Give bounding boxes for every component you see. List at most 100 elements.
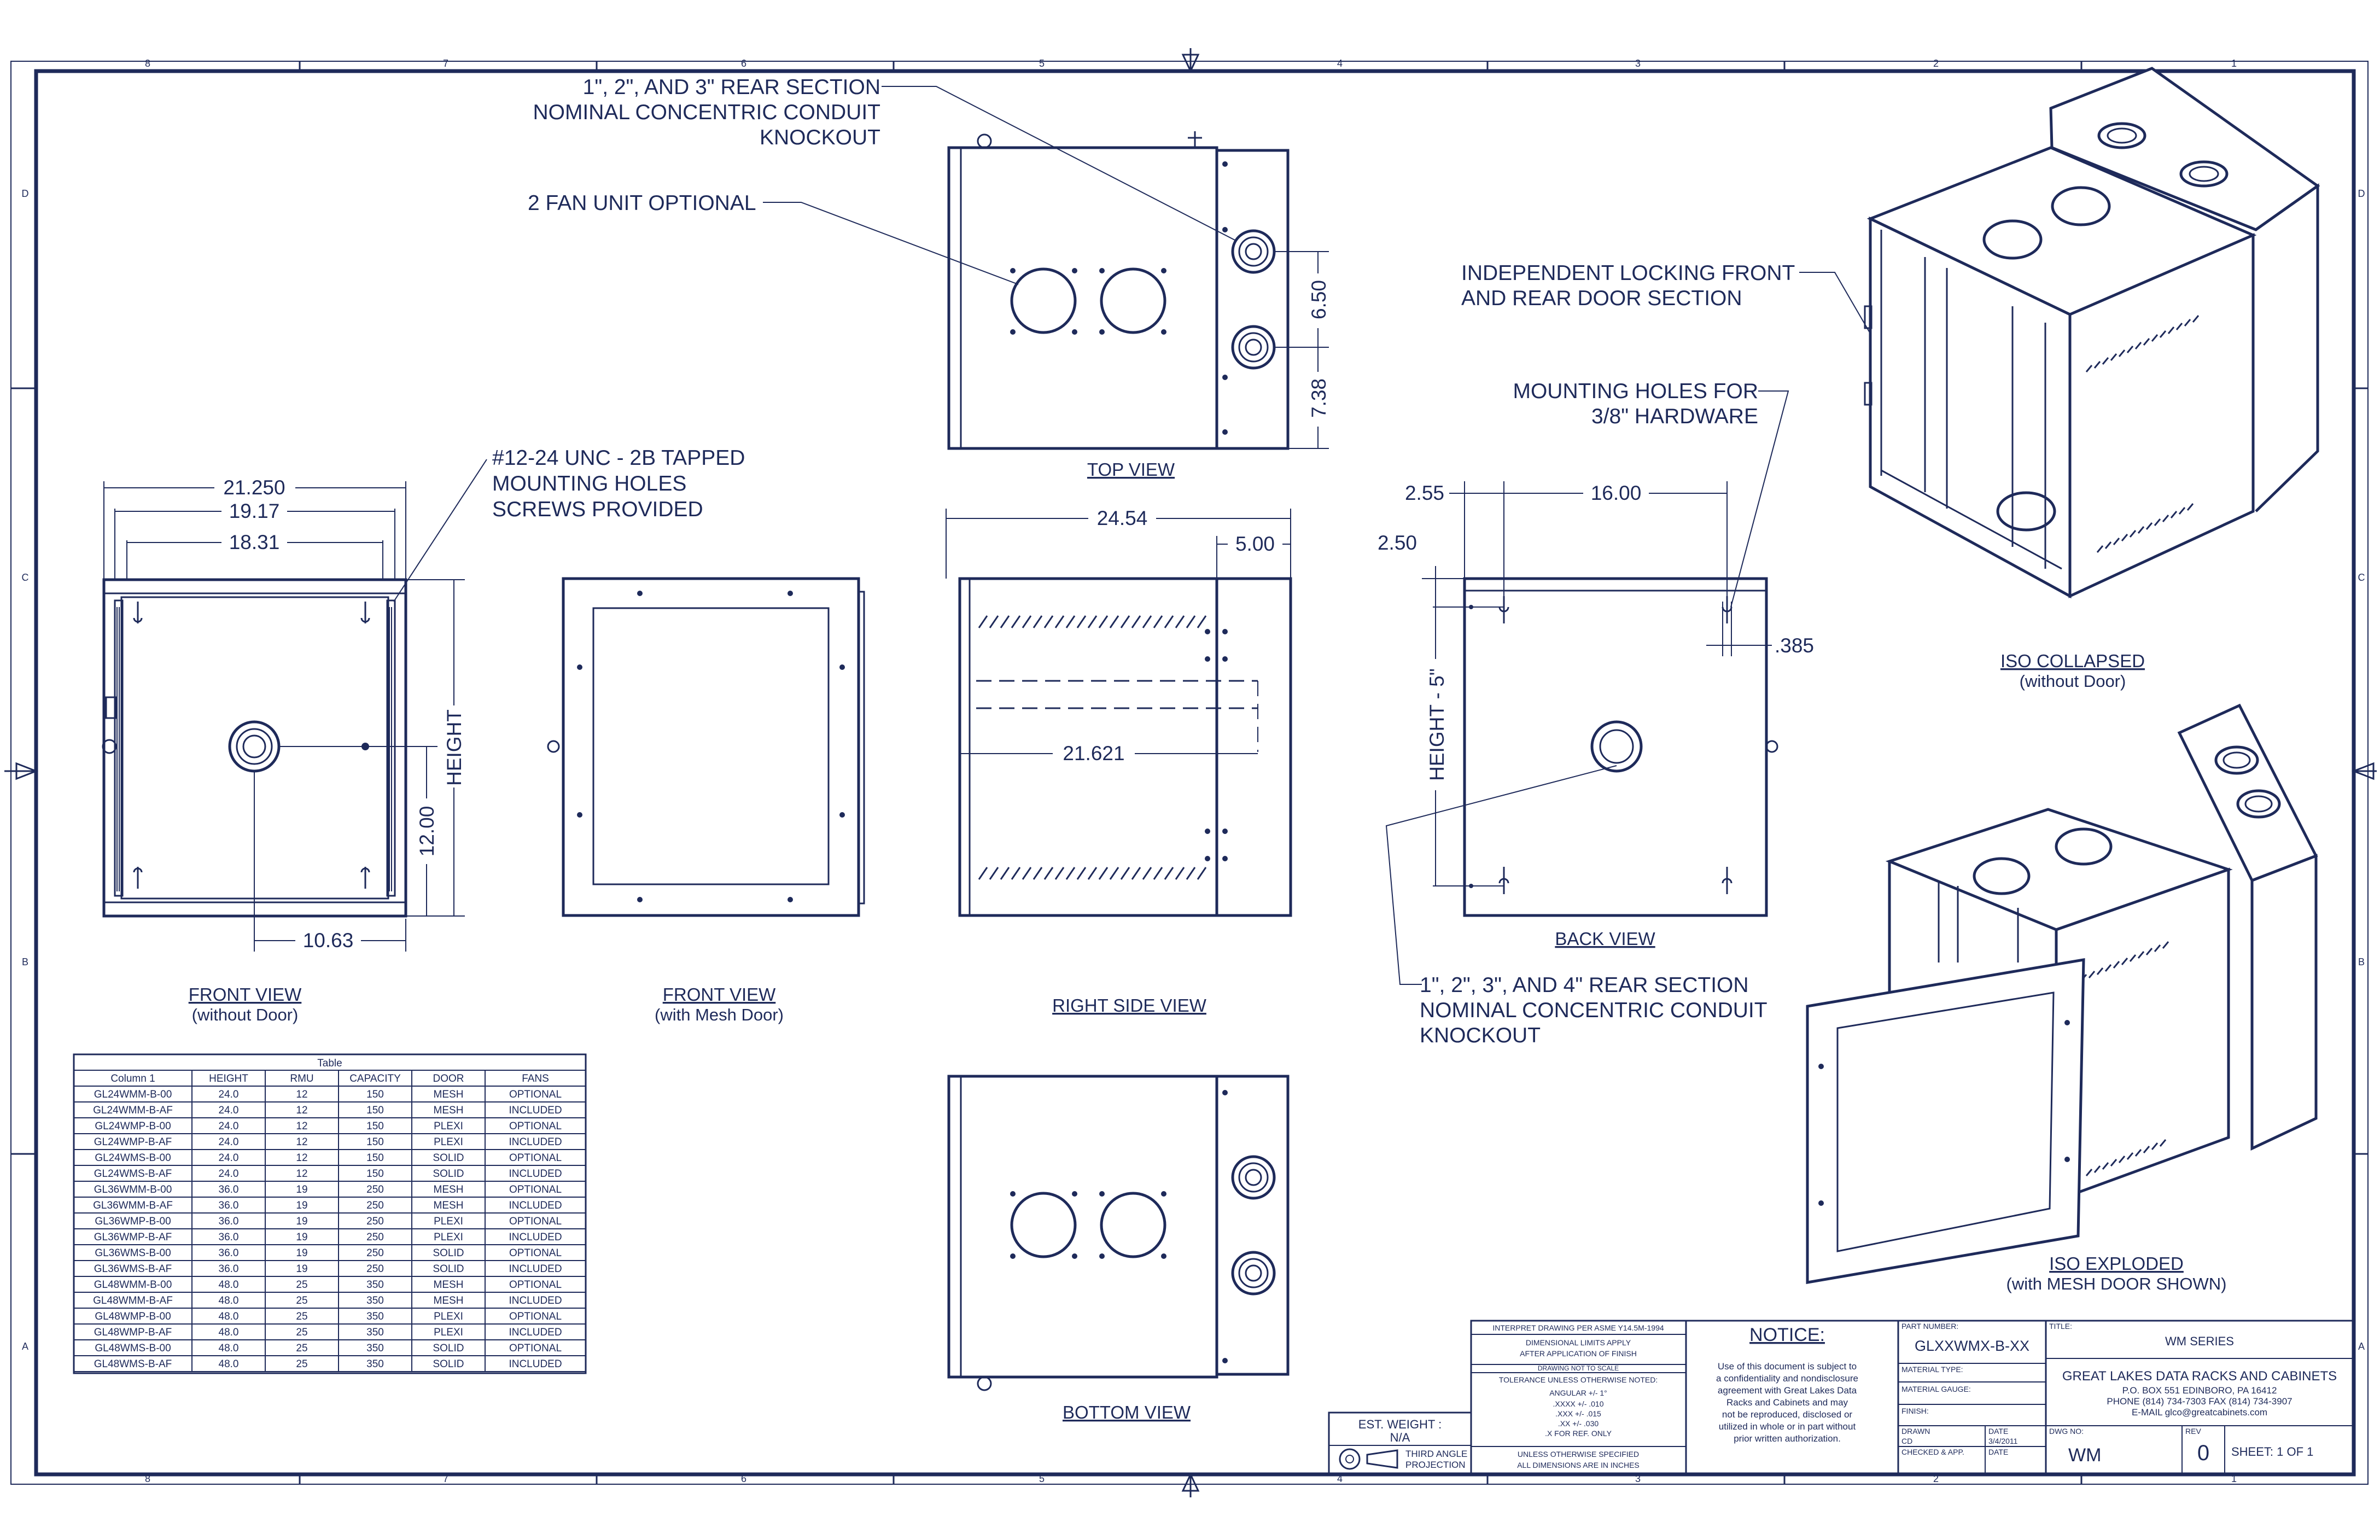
table-cell: MESH [434, 1295, 464, 1306]
table-cell: 48.0 [219, 1343, 239, 1354]
table-cell: 25 [296, 1279, 307, 1291]
title-block: EST. WEIGHT : N/A THIRD ANGLE PROJECTION… [1328, 1320, 2355, 1475]
table-cell: 24.0 [219, 1152, 239, 1164]
table-cell: INCLUDED [509, 1327, 562, 1338]
table-cell: 350 [366, 1311, 384, 1322]
table-cell: 48.0 [219, 1295, 239, 1306]
view-title-right-side: RIGHT SIDE VIEW [1052, 995, 1207, 1016]
table-cell: INCLUDED [509, 1358, 562, 1370]
callout-conduit-top-line: NOMINAL CONCENTRIC CONDUIT [533, 101, 880, 124]
table-cell: PLEXI [434, 1232, 463, 1243]
iso-collapsed-view [1864, 67, 2320, 599]
table-cell: 12 [296, 1168, 307, 1180]
callout-conduit-top-line: 1", 2", AND 3" REAR SECTION [583, 75, 880, 99]
table-cell: PLEXI [434, 1121, 463, 1132]
table-cell: GL48WMS-B-00 [95, 1343, 171, 1354]
table-cell: MESH [434, 1105, 464, 1116]
view-title-bottom: BOTTOM VIEW [1063, 1402, 1191, 1422]
grid-col-bottom: 8 [145, 1473, 150, 1484]
callout-fan: 2 FAN UNIT OPTIONAL [528, 191, 1019, 285]
grid-row-right: A [2358, 1341, 2365, 1352]
table-cell: SOLID [433, 1168, 464, 1180]
part-number-label: PART NUMBER: [1901, 1322, 1958, 1331]
table-cell: GL36WMP-B-AF [94, 1232, 172, 1243]
est-weight-label: EST. WEIGHT : [1358, 1418, 1442, 1431]
front-view-mesh-door [547, 577, 865, 917]
grid-row-left: D [22, 188, 29, 199]
table-cell: 48.0 [219, 1358, 239, 1370]
company-email: E-MAIL glco@greatcabinets.com [2132, 1407, 2267, 1418]
view-title-iso-collapsed: ISO COLLAPSED [2000, 651, 2145, 671]
table-cell: 48.0 [219, 1311, 239, 1322]
table-title: Table [317, 1058, 342, 1069]
table-cell: GL24WMM-B-AF [93, 1105, 173, 1116]
interpret-line: UNLESS OTHERWISE SPECIFIED [1518, 1450, 1639, 1459]
interpret-line: ANGULAR +/- 1° [1549, 1389, 1607, 1397]
callout-conduit-back-line: KNOCKOUT [1420, 1024, 1541, 1047]
rev-value: 0 [2197, 1441, 2209, 1465]
dim-5-00: 5.00 [1235, 533, 1275, 555]
notice-line: not be reproduced, disclosed or [1722, 1409, 1852, 1420]
grid-col-bottom: 1 [2231, 1473, 2237, 1484]
table-cell: 36.0 [219, 1184, 239, 1195]
table-cell: 12 [296, 1152, 307, 1164]
table-cell: OPTIONAL [509, 1121, 562, 1132]
back-view [1463, 577, 1778, 917]
grid-col-top: 1 [2231, 58, 2237, 69]
table-cell: 250 [366, 1247, 384, 1259]
table-cell: 250 [366, 1263, 384, 1275]
grid-row-left: C [22, 572, 29, 583]
grid-column-labels: 8 7 6 5 4 3 2 1 8 7 6 5 4 3 2 1 [145, 58, 2237, 1484]
dim-18-31: 18.31 [229, 531, 280, 553]
drawn-label: DRAWN [1901, 1427, 1930, 1436]
table-cell: INCLUDED [509, 1168, 562, 1180]
interpret-line: ALL DIMENSIONS ARE IN INCHES [1517, 1461, 1640, 1469]
table-cell: GL48WMS-B-AF [94, 1358, 172, 1370]
grid-col-bottom: 6 [741, 1473, 746, 1484]
table-cell: GL36WMM-B-AF [93, 1200, 173, 1211]
table-cell: OPTIONAL [509, 1184, 562, 1195]
table-cell: SOLID [433, 1247, 464, 1259]
callout-locking-line: AND REAR DOOR SECTION [1461, 287, 1742, 310]
table-cell: PLEXI [434, 1327, 463, 1338]
grid-row-right: C [2358, 572, 2365, 583]
table-cell: 48.0 [219, 1279, 239, 1291]
grid-row-right: D [2358, 188, 2365, 199]
drawn-date: 3/4/2011 [1988, 1437, 2018, 1445]
table-cell: 24.0 [219, 1168, 239, 1180]
callout-mounting-line: 3/8" HARDWARE [1591, 405, 1758, 428]
grid-col-top: 7 [443, 58, 448, 69]
drawing-title: WM SERIES [2165, 1334, 2234, 1348]
table-cell: GL24WMS-B-00 [95, 1152, 171, 1164]
est-weight-value: N/A [1390, 1431, 1410, 1444]
grid-col-top: 6 [741, 58, 746, 69]
table-cell: 24.0 [219, 1136, 239, 1148]
grid-col-bottom: 7 [443, 1473, 448, 1484]
interpret-line: TOLERANCE UNLESS OTHERWISE NOTED: [1499, 1375, 1658, 1384]
interpret-line: INTERPRET DRAWING PER ASME Y14.5M-1994 [1492, 1323, 1664, 1332]
table-cell: GL24WMP-B-00 [95, 1121, 171, 1132]
table-cell: MESH [434, 1089, 464, 1100]
callout-fan-text: 2 FAN UNIT OPTIONAL [528, 191, 756, 215]
finish-label: FINISH: [1901, 1407, 1929, 1415]
table-cell: 12 [296, 1136, 307, 1148]
table-cell: GL48WMM-B-AF [93, 1295, 173, 1306]
view-subtitle-iso-exploded: (with MESH DOOR SHOWN) [2006, 1274, 2227, 1293]
table-cell: SOLID [433, 1358, 464, 1370]
table-cell: 250 [366, 1200, 384, 1211]
view-title-front-mesh: FRONT VIEW [663, 984, 776, 1005]
table-cell: OPTIONAL [509, 1279, 562, 1291]
view-title-top: TOP VIEW [1087, 459, 1175, 480]
table-cell: MESH [434, 1279, 464, 1291]
table-cell: 12 [296, 1089, 307, 1100]
company-phone: PHONE (814) 734-7303 FAX (814) 734-3907 [2107, 1396, 2292, 1407]
table-cell: 19 [296, 1184, 307, 1195]
dim-2-55: 2.55 [1405, 482, 1444, 504]
